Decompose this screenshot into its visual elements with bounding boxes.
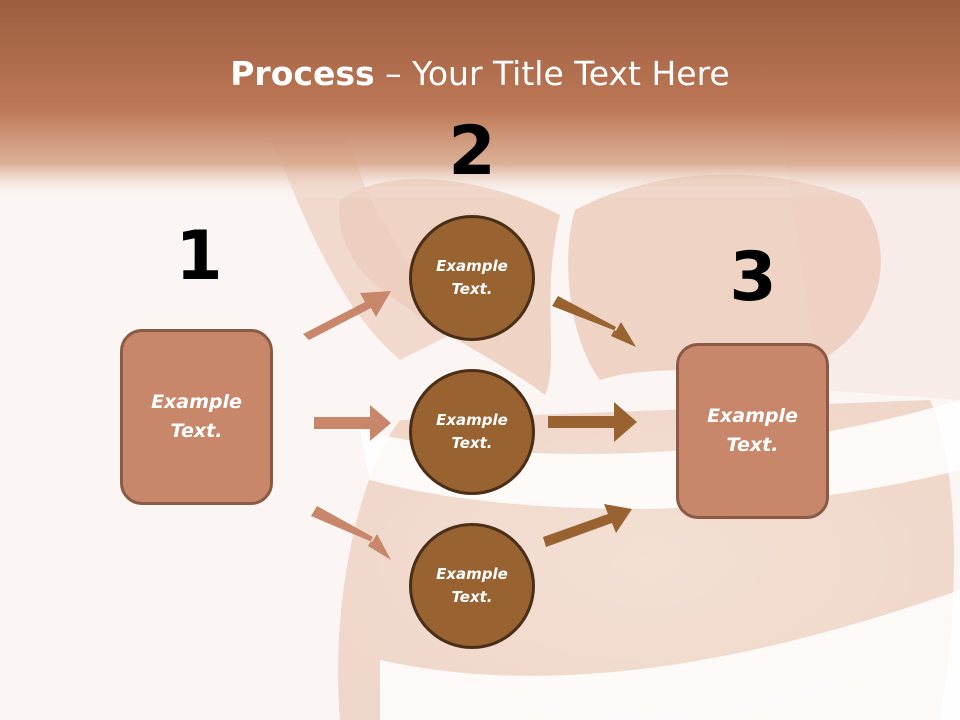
arrow-1-to-middle	[314, 405, 391, 441]
step-2-text-bottom: Example Text.	[436, 565, 508, 606]
arrow-top-to-3	[552, 296, 636, 347]
arrow-middle-to-3	[548, 402, 637, 442]
arrow-1-to-bottom	[311, 506, 391, 560]
step-3-box[interactable]: Example Text.	[676, 343, 829, 519]
arrow-1-to-top	[303, 291, 391, 340]
slide-title: Process – Your Title Text Here	[0, 52, 960, 96]
step-1-text: Example Text.	[151, 391, 242, 442]
step-2-circle-top[interactable]: Example Text.	[409, 215, 535, 341]
step-number-3: 3	[729, 238, 777, 317]
step-2-circle-bottom[interactable]: Example Text.	[409, 523, 535, 649]
step-2-text-middle: Example Text.	[436, 411, 508, 452]
title-bold: Process	[230, 54, 375, 93]
step-number-2: 2	[448, 112, 496, 191]
step-number-1: 1	[175, 217, 223, 296]
title-rest: – Your Title Text Here	[374, 54, 730, 93]
step-2-circle-middle[interactable]: Example Text.	[409, 369, 535, 495]
arrow-bottom-to-3	[543, 504, 632, 547]
step-3-text: Example Text.	[707, 405, 798, 456]
step-2-text-top: Example Text.	[436, 257, 508, 298]
step-1-box[interactable]: Example Text.	[120, 329, 273, 505]
